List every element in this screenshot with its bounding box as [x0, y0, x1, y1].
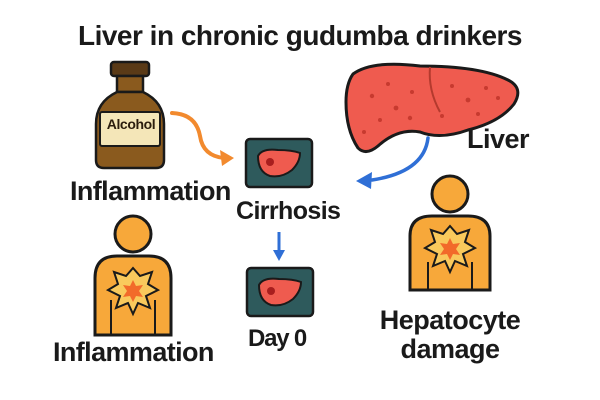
liver-icon: [344, 62, 520, 153]
alcohol-bottle-icon: [94, 60, 166, 170]
alcohol-label: Alcohol: [106, 116, 156, 132]
person-hepatocyte-damage-icon: [408, 174, 492, 292]
cirrhosis-panel-top: [244, 137, 314, 189]
label-hepatocyte-damage: Hepatocyte damage: [370, 306, 530, 364]
label-hepatocyte-line2: damage: [400, 334, 500, 364]
diagram-title: Liver in chronic gudumba drinkers: [77, 20, 523, 51]
person-inflammation-icon: [93, 214, 173, 337]
arrow-cirrhosis-to-day0: [273, 232, 285, 261]
label-inflammation-top: Inflammation: [70, 176, 231, 206]
label-inflammation-bottom: Inflammation: [53, 337, 214, 367]
label-cirrhosis: Cirrhosis: [236, 197, 341, 225]
label-day0: Day 0: [248, 325, 307, 352]
label-hepatocyte-line1: Hepatocyte: [379, 305, 521, 335]
label-liver: Liver: [467, 124, 530, 154]
cirrhosis-panel-bottom: [245, 266, 315, 318]
arrow-alcohol-to-cirrhosis: [170, 111, 234, 166]
arrow-liver-to-cirrhosis: [356, 136, 430, 189]
